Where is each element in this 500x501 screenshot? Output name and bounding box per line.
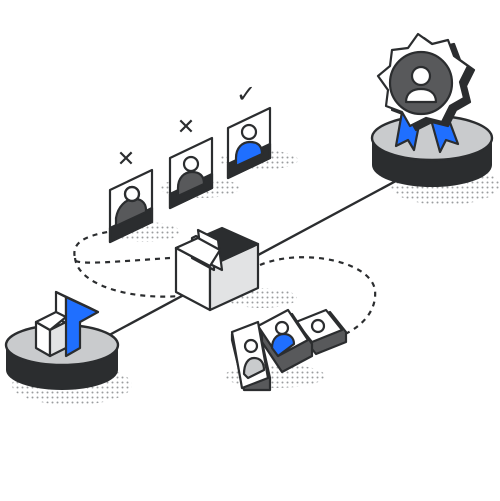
candidate-card-approved [226,106,272,180]
left-dashed-loop [73,226,171,264]
right-dashed-loop [259,256,377,338]
dashed-loops [73,226,377,338]
profile-card-front [230,320,272,392]
candidate-card-rejected-2 [168,136,214,210]
x-mark-icon: ✕ [177,115,195,140]
profile-card-stack [230,308,348,392]
candidate-card-rejected-1 [108,168,154,244]
folder-box-icon [174,226,260,312]
arrow-up-icon [34,290,100,358]
check-mark-icon: ✓ [236,80,256,108]
connector-line [99,166,421,342]
x-mark-icon: ✕ [117,147,135,172]
left-platform [4,323,120,390]
rosette-badge-icon [376,32,476,154]
profile-card-middle [256,308,314,374]
